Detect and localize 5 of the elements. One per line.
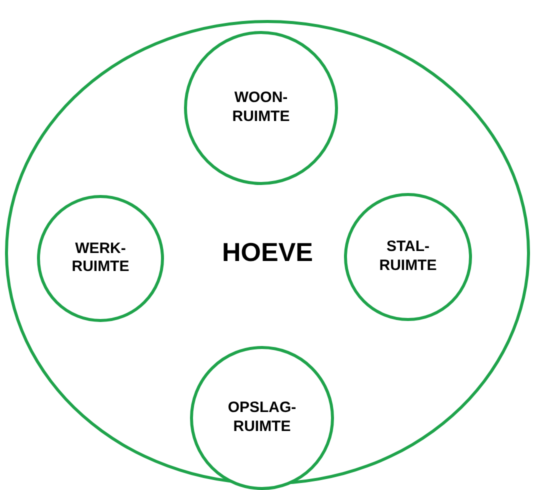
circle-label: WERK- RUIMTE (70, 240, 130, 277)
circle-label: OPSLAG- RUIMTE (226, 399, 298, 436)
circle-label: HOEVE (220, 236, 314, 268)
circle-label: STAL- RUIMTE (378, 238, 438, 276)
circle-label: WOON- RUIMTE (231, 89, 291, 126)
